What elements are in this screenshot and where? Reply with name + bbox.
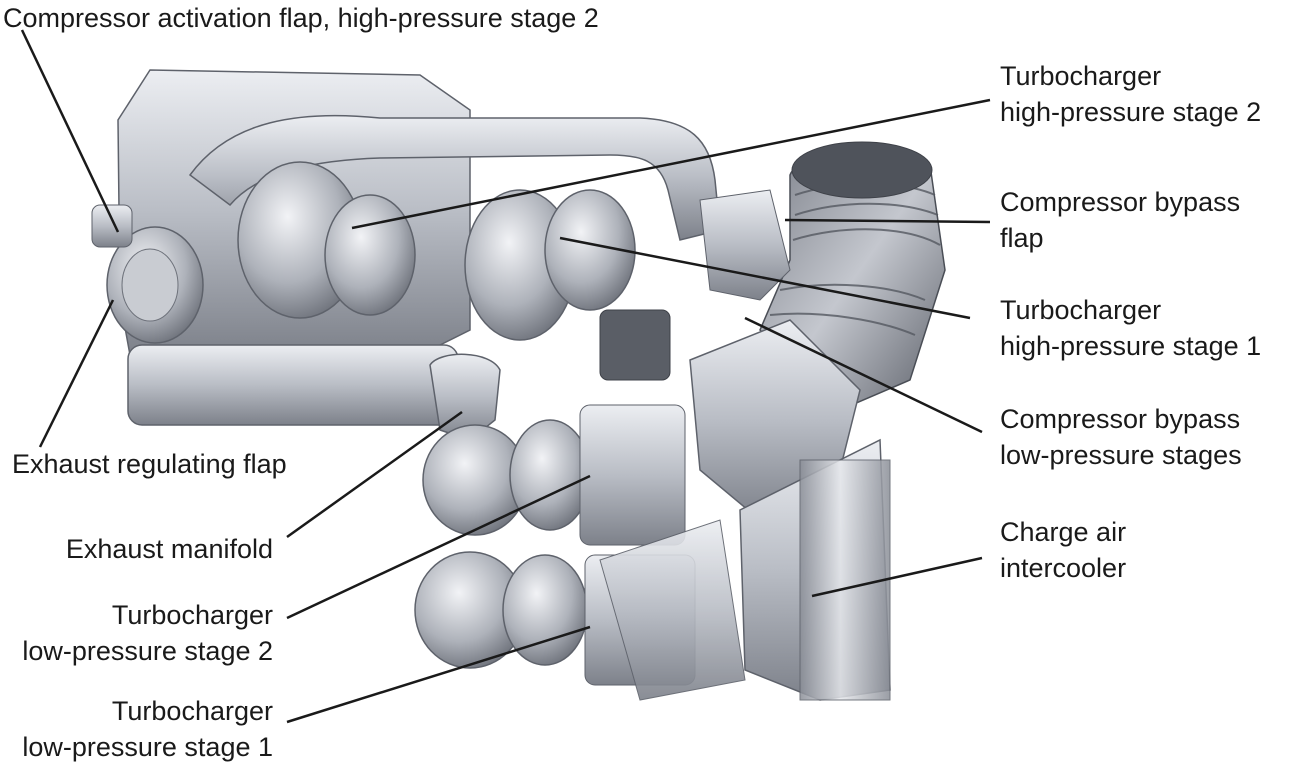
leader-compressor-activation-flap — [20, 29, 120, 233]
label-tc-hp-stage2: Turbocharger high-pressure stage 2 — [1000, 61, 1262, 127]
leader-compressor-bypass-flap — [784, 218, 991, 224]
leader-tc-hp-stage1 — [559, 236, 971, 320]
leader-tc-lp-stage1 — [286, 625, 591, 724]
leader-lines — [20, 29, 991, 724]
leader-compressor-bypass-lp — [744, 316, 983, 434]
leader-tc-hp-stage2 — [351, 98, 991, 230]
leader-tc-lp-stage2 — [286, 474, 591, 620]
label-exhaust-manifold: Exhaust manifold — [65, 534, 273, 564]
leader-exhaust-regulating-flap — [38, 299, 115, 448]
exhaust-rail-shape — [127, 344, 459, 426]
leader-exhaust-manifold — [286, 410, 463, 539]
label-compressor-bypass-flap: Compressor bypass flap — [1000, 187, 1241, 253]
leader-charge-air-intercooler — [811, 556, 983, 598]
label-exhaust-regulating-flap: Exhaust regulating flap — [12, 449, 287, 479]
label-compressor-activation-flap: Compressor activation flap, high-pressur… — [3, 3, 599, 33]
label-tc-lp-stage1: Turbocharger low-pressure stage 1 — [22, 696, 273, 762]
label-charge-air-intercooler: Charge air intercooler — [1000, 517, 1127, 583]
activation-flap-shape — [91, 204, 133, 248]
label-compressor-bypass-lp: Compressor bypass low-pressure stages — [1000, 404, 1242, 470]
label-tc-lp-stage2: Turbocharger low-pressure stage 2 — [22, 600, 273, 666]
label-tc-hp-stage1: Turbocharger high-pressure stage 1 — [1000, 295, 1262, 361]
